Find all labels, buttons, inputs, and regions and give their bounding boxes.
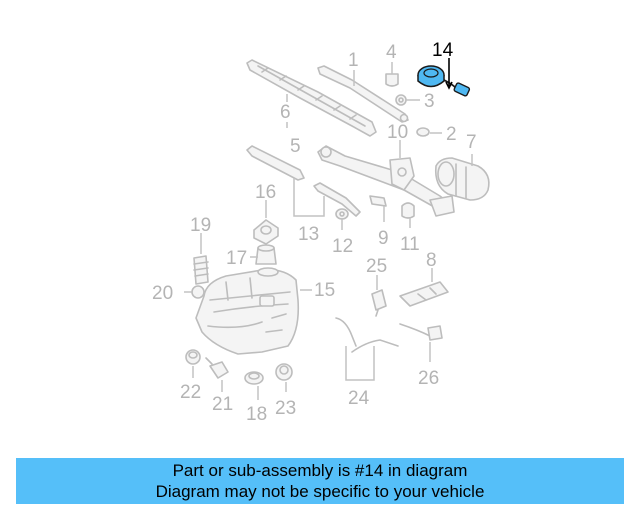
callout-14-highlighted: 14 bbox=[432, 40, 454, 61]
callout-labels: 1 2 3 4 5 6 7 8 9 10 11 12 13 14 15 16 1… bbox=[152, 40, 477, 425]
callout-10: 10 bbox=[387, 122, 408, 143]
part-4-cap bbox=[385, 73, 399, 87]
callout-7: 7 bbox=[466, 132, 477, 153]
washer-reservoir bbox=[195, 267, 300, 355]
wiper-blade bbox=[246, 59, 377, 137]
part-3-nut bbox=[395, 94, 407, 106]
callout-20: 20 bbox=[152, 283, 173, 304]
callout-26: 26 bbox=[418, 368, 439, 389]
part-20-grommet bbox=[191, 285, 205, 299]
part-9-clip bbox=[369, 195, 387, 207]
part-26-hose bbox=[399, 323, 443, 341]
part-25-nozzle bbox=[371, 289, 387, 317]
callout-6: 6 bbox=[280, 102, 291, 123]
callout-15: 15 bbox=[314, 280, 335, 301]
leader-lines bbox=[184, 58, 473, 400]
callout-11: 11 bbox=[400, 234, 420, 255]
part-19-nozzle bbox=[193, 255, 209, 285]
callout-17: 17 bbox=[226, 248, 247, 269]
wiper-motor bbox=[434, 157, 490, 201]
part-16-pump bbox=[253, 219, 279, 245]
callout-18: 18 bbox=[246, 404, 267, 425]
banner-line-1: Part or sub-assembly is #14 in diagram bbox=[172, 461, 468, 480]
wiper-arm bbox=[317, 65, 409, 123]
linkage-rod-lower bbox=[313, 182, 361, 217]
callout-25: 25 bbox=[366, 256, 387, 277]
callout-5: 5 bbox=[290, 136, 301, 157]
linkage-rod-upper bbox=[246, 145, 305, 181]
callout-16: 16 bbox=[255, 182, 276, 203]
callout-4: 4 bbox=[386, 42, 397, 63]
callout-19: 19 bbox=[190, 215, 211, 236]
part-12-grommet bbox=[335, 208, 349, 220]
part-17-seal bbox=[255, 244, 277, 265]
banner-line-2: Diagram may not be specific to your vehi… bbox=[155, 482, 485, 501]
callout-21: 21 bbox=[212, 394, 233, 415]
callout-13: 13 bbox=[298, 224, 319, 245]
part-11-bushing bbox=[401, 202, 415, 219]
hose-24 bbox=[335, 317, 399, 353]
callout-23: 23 bbox=[275, 398, 296, 419]
info-banner: Part or sub-assembly is #14 in diagram D… bbox=[16, 458, 624, 504]
wiper-linkage bbox=[317, 145, 455, 217]
part-22-cap bbox=[185, 349, 201, 365]
callout-22: 22 bbox=[180, 382, 201, 403]
part-21-connector bbox=[205, 357, 229, 379]
callout-8: 8 bbox=[426, 250, 437, 271]
callout-12: 12 bbox=[332, 236, 353, 257]
callout-9: 9 bbox=[378, 228, 389, 249]
part-2-nut bbox=[416, 127, 430, 137]
parts-diagram: 1 2 3 4 5 6 7 8 9 10 11 12 13 14 15 16 1… bbox=[152, 40, 490, 425]
callout-3: 3 bbox=[424, 91, 435, 112]
callout-24: 24 bbox=[348, 388, 370, 409]
part-23-cap bbox=[275, 363, 293, 381]
callout-1: 1 bbox=[348, 50, 359, 71]
part-8-bracket bbox=[399, 281, 449, 307]
callout-2: 2 bbox=[446, 124, 457, 145]
part-18-grommet bbox=[244, 371, 264, 385]
